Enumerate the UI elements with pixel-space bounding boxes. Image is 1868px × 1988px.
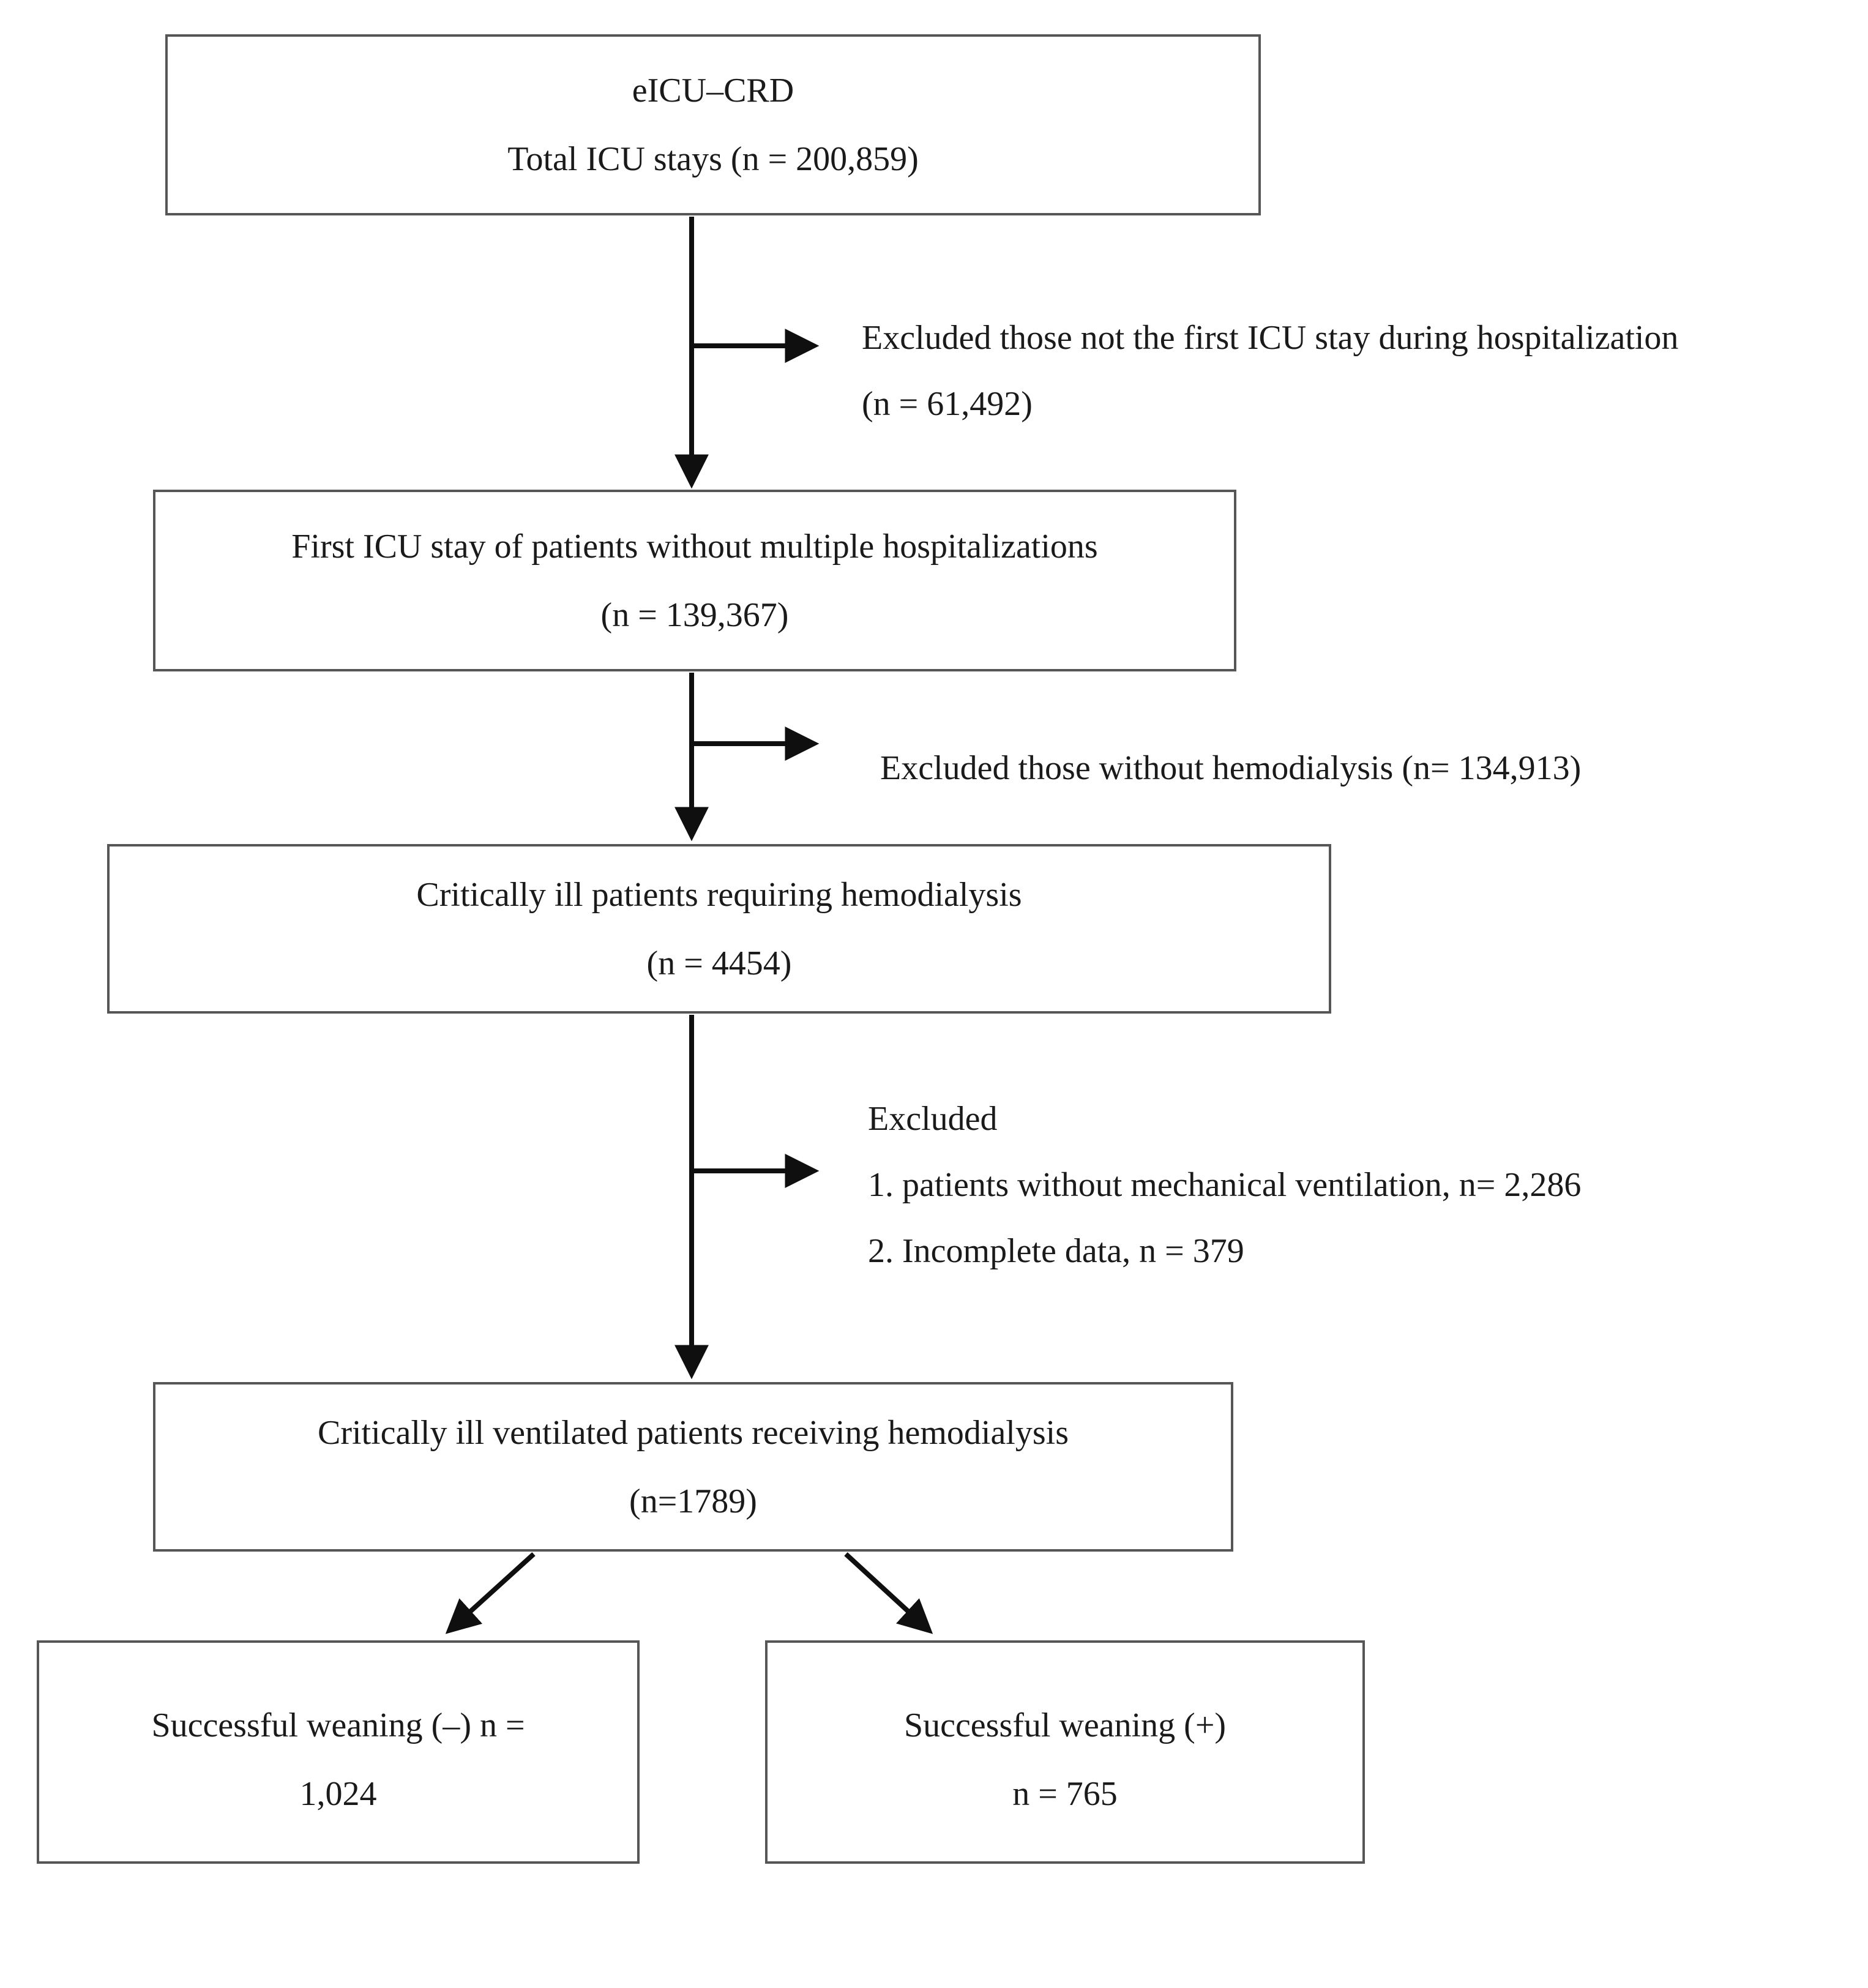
box-count: n = 765	[1012, 1774, 1118, 1813]
box-ventilated-patients-hemodialysis: Critically ill ventilated patients recei…	[153, 1382, 1233, 1552]
box-count: (n=1789)	[629, 1482, 757, 1520]
box-title: Successful weaning (–) n =	[151, 1706, 525, 1744]
box-patients-requiring-hemodialysis: Critically ill patients requiring hemodi…	[107, 844, 1331, 1014]
exclusion-header: Excluded	[868, 1100, 998, 1138]
box-title: eICU–CRD	[632, 72, 794, 110]
box-first-icu-stay: First ICU stay of patients without multi…	[153, 490, 1236, 671]
exclusion-item: 1. patients without mechanical ventilati…	[868, 1166, 1582, 1204]
box-count: Total ICU stays (n = 200,859)	[507, 140, 919, 178]
arrow-diagonal-icon	[844, 1552, 933, 1634]
box-title: Critically ill patients requiring hemodi…	[416, 875, 1022, 914]
box-total-icu-stays: eICU–CRD Total ICU stays (n = 200,859)	[165, 34, 1261, 215]
exclusion-note-first-icu-stay: Excluded those not the first ICU stay du…	[862, 305, 1678, 437]
exclusion-item: 2. Incomplete data, n = 379	[868, 1232, 1244, 1270]
exclusion-note-no-hemodialysis: Excluded those without hemodialysis (n= …	[880, 735, 1581, 801]
box-count: (n = 4454)	[646, 944, 792, 982]
exclusion-text: Excluded those without hemodialysis (n= …	[880, 749, 1582, 787]
arrow-to-weaning-negative	[445, 1552, 536, 1634]
box-title: First ICU stay of patients without multi…	[291, 527, 1098, 566]
arrow-to-weaning-positive	[844, 1552, 933, 1634]
box-title: Critically ill ventilated patients recei…	[317, 1413, 1069, 1452]
box-count: (n = 139,367)	[600, 596, 789, 634]
box-successful-weaning-negative: Successful weaning (–) n = 1,024	[37, 1640, 640, 1864]
box-title: Successful weaning (+)	[903, 1706, 1227, 1744]
exclusion-text: Excluded those not the first ICU stay du…	[862, 319, 1679, 357]
box-count: 1,024	[299, 1774, 377, 1813]
exclusion-note-ventilation-incomplete: Excluded 1. patients without mechanical …	[868, 1086, 1581, 1284]
arrow-diagonal-icon	[445, 1552, 536, 1634]
exclusion-count: (n = 61,492)	[862, 385, 1033, 423]
box-successful-weaning-positive: Successful weaning (+) n = 765	[765, 1640, 1365, 1864]
